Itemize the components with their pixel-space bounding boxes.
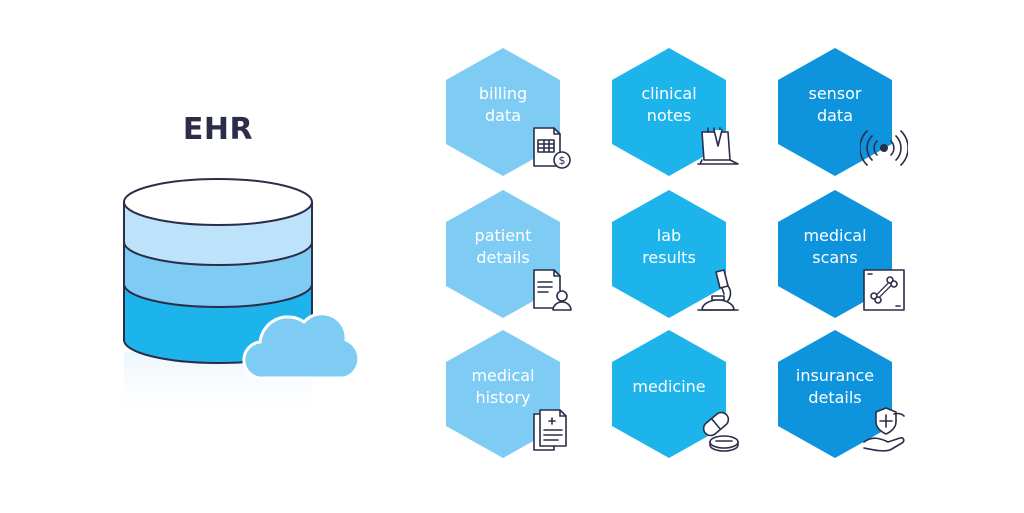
xray-bone-icon (860, 266, 908, 314)
category-hexagon: medicine (612, 330, 739, 458)
microscope-icon (694, 266, 742, 314)
category-hexagon: medical history (446, 330, 567, 458)
hexagon-shape (612, 330, 726, 458)
documents-icon (528, 406, 576, 454)
insurance-hand-icon (860, 406, 908, 454)
notebook-icon (694, 124, 742, 172)
category-label: patient details (474, 226, 532, 267)
category-label: medical history (471, 366, 535, 407)
patient-record-icon (528, 266, 576, 314)
category-hexagon: billing data $ (446, 48, 571, 176)
category-label: insurance details (795, 366, 875, 407)
category-label: billing data (478, 84, 528, 125)
hexagon-shape (778, 330, 892, 458)
pills-icon (694, 406, 742, 454)
category-hexagon: patient details (446, 190, 572, 318)
category-label: sensor data (808, 84, 862, 125)
ehr-title: EHR (182, 112, 254, 147)
invoice-icon: $ (528, 124, 576, 172)
database-icon (118, 172, 368, 422)
category-hexagon: lab results (612, 190, 739, 318)
wireless-sensor-icon (860, 124, 908, 172)
category-label: clinical notes (641, 84, 697, 125)
category-label: medicine (632, 377, 706, 396)
svg-text:$: $ (559, 154, 566, 167)
category-label: medical scans (803, 226, 867, 267)
category-label: lab results (642, 226, 696, 267)
category-hexagon: clinical notes (612, 48, 739, 176)
category-hexagon: insurance details (778, 330, 905, 458)
category-hexagon: sensor data (778, 48, 908, 176)
cloud-icon (242, 312, 361, 380)
category-hexagon: medical scans (778, 190, 905, 318)
